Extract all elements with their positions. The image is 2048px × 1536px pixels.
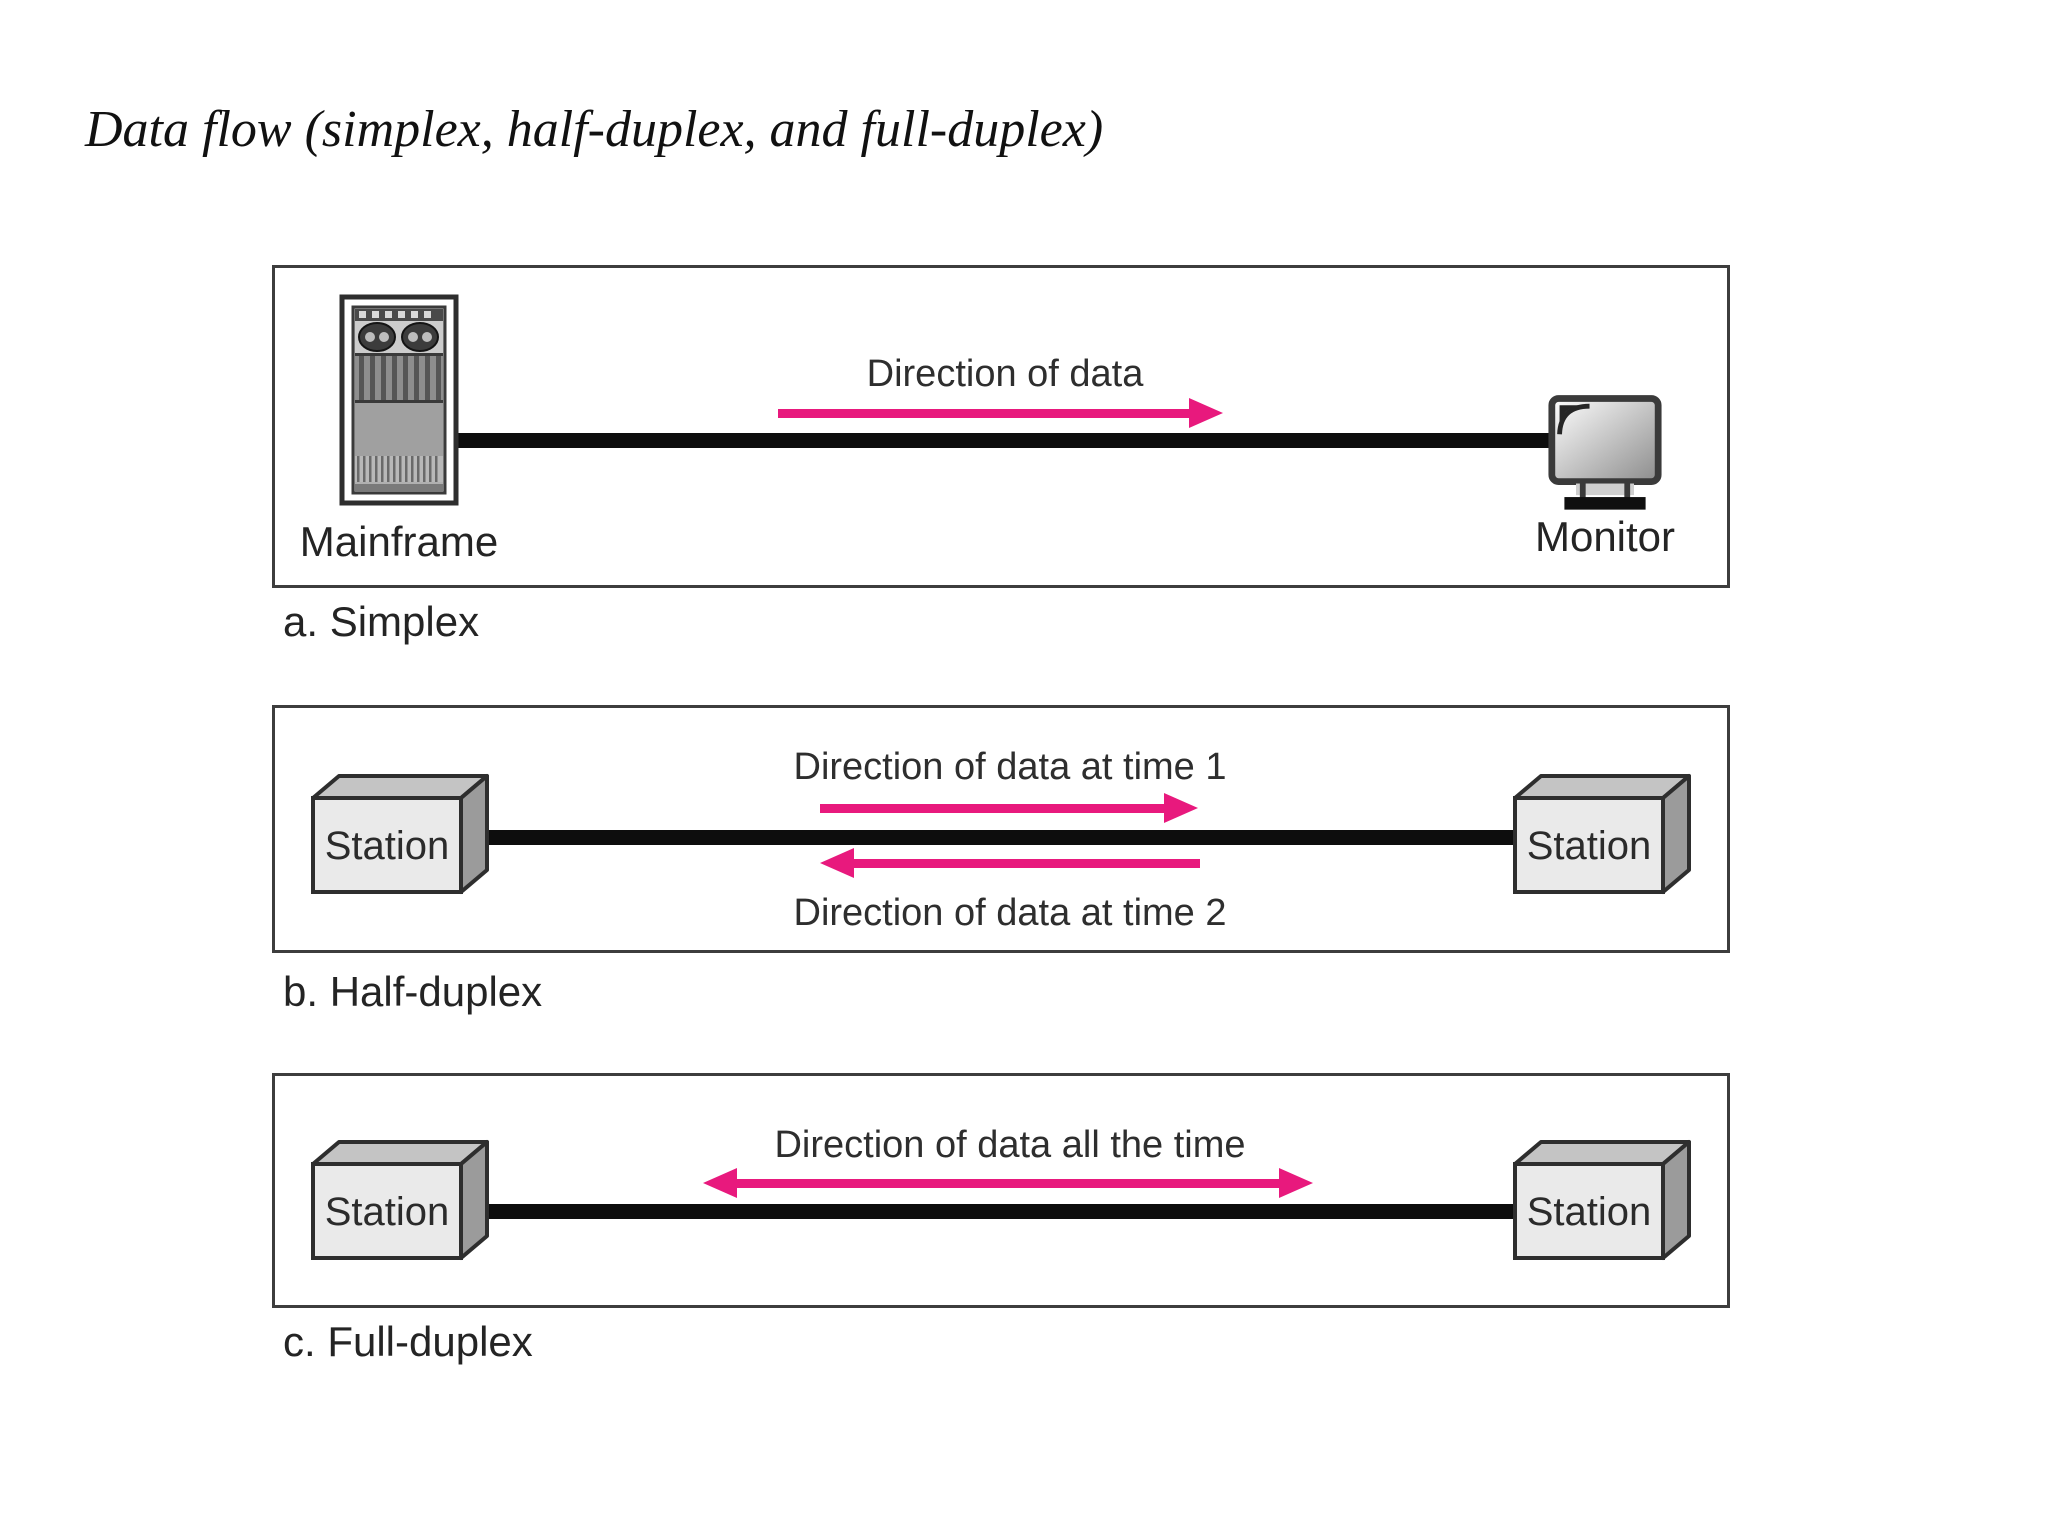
station-label: Station (325, 1190, 450, 1234)
arrow-shaft (737, 1178, 1279, 1188)
simplex-arrow-right (778, 398, 1223, 428)
station-label: Station (1527, 824, 1652, 868)
half-duplex-connection-line (461, 830, 1515, 845)
half-duplex-flow-label-2: Direction of data at time 2 (793, 892, 1227, 934)
station-icon: Station (311, 774, 489, 894)
arrowhead-right-icon (1279, 1168, 1313, 1198)
arrow-shaft (820, 803, 1164, 813)
arrowhead-right-icon (1189, 398, 1223, 428)
caption-full-duplex: c. Full-duplex (283, 1318, 533, 1365)
half-duplex-arrow-left (820, 848, 1200, 878)
mainframe-icon (339, 294, 459, 506)
simplex-flow-label: Direction of data (866, 353, 1144, 395)
caption-half-duplex: b. Half-duplex (283, 968, 543, 1015)
arrow-shaft (778, 408, 1189, 418)
station-icon: Station (1513, 1140, 1691, 1260)
full-duplex-connection-line (461, 1204, 1515, 1219)
arrowhead-left-icon (820, 848, 854, 878)
caption-simplex: a. Simplex (283, 598, 480, 645)
arrowhead-right-icon (1164, 793, 1198, 823)
station-icon: Station (311, 1140, 489, 1260)
figure-title: Data flow (simplex, half-duplex, and ful… (85, 101, 1104, 158)
full-duplex-arrow-both (703, 1168, 1313, 1198)
monitor-label: Monitor (1534, 513, 1676, 560)
station-label: Station (325, 824, 450, 868)
arrow-shaft (854, 858, 1200, 868)
half-duplex-flow-label-1: Direction of data at time 1 (793, 746, 1227, 788)
simplex-connection-line (457, 433, 1553, 448)
panel-simplex: Mainframe Direction of data Monitor (272, 265, 1730, 588)
panel-full-duplex: Station Direction of data all the time S… (272, 1073, 1730, 1308)
arrowhead-left-icon (703, 1168, 737, 1198)
full-duplex-flow-label: Direction of data all the time (774, 1124, 1246, 1166)
monitor-icon (1548, 395, 1662, 510)
mainframe-label: Mainframe (299, 518, 499, 565)
panel-half-duplex: Station Direction of data at time 1 Dire… (272, 705, 1730, 953)
station-label: Station (1527, 1190, 1652, 1234)
station-icon: Station (1513, 774, 1691, 894)
half-duplex-arrow-right (820, 793, 1198, 823)
